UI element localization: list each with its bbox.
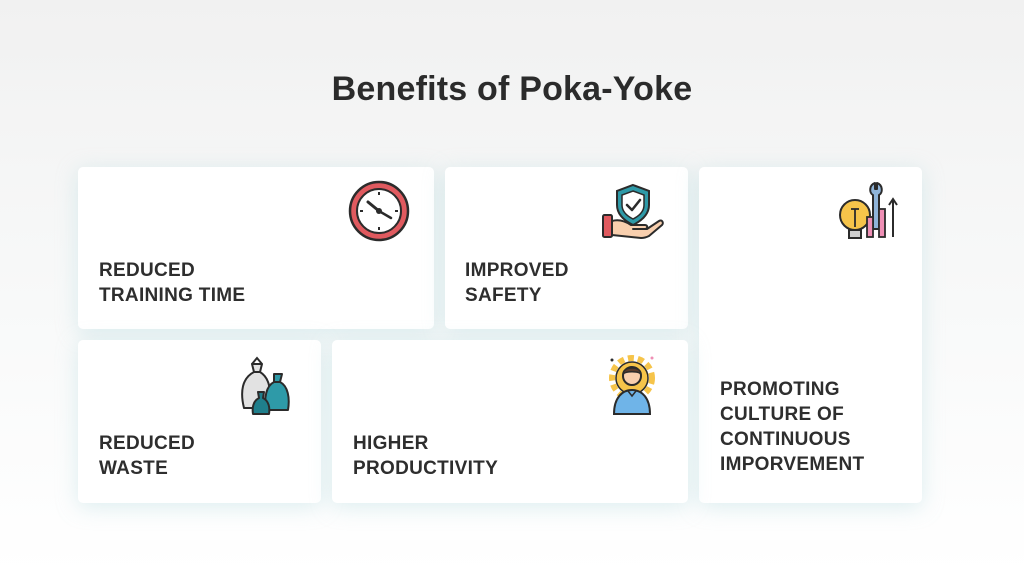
clock-icon xyxy=(348,180,410,242)
card-label-line: IMPORVEMENT xyxy=(720,454,865,475)
card-reduced-waste: REDUCED WASTE xyxy=(78,340,321,503)
card-label-line: HIGHER xyxy=(353,433,429,454)
waste-bags-icon xyxy=(241,356,290,415)
card-label-line: SAFETY xyxy=(465,285,542,306)
card-label-line: CONTINUOUS xyxy=(720,429,851,450)
card-label: REDUCED WASTE xyxy=(99,431,195,481)
idea-tools-growth-icon xyxy=(839,182,898,239)
safety-shield-hand-icon xyxy=(602,183,664,239)
card-label: REDUCED TRAINING TIME xyxy=(99,258,245,308)
card-label: PROMOTING CULTURE OF CONTINUOUS IMPORVEM… xyxy=(720,377,864,477)
card-label-line: PROMOTING xyxy=(720,379,840,400)
worker-gear-icon xyxy=(609,355,655,415)
card-label-line: CULTURE OF xyxy=(720,404,845,425)
card-label-line: REDUCED xyxy=(99,260,196,281)
card-higher-productivity: HIGHER PRODUCTIVITY xyxy=(332,340,688,503)
card-label-line: IMPROVED xyxy=(465,260,569,281)
card-label-line: TRAINING TIME xyxy=(99,285,246,306)
card-label-line: REDUCED xyxy=(99,433,196,454)
card-label-line: WASTE xyxy=(99,458,169,479)
card-reduced-training-time: REDUCED TRAINING TIME xyxy=(78,167,434,329)
card-promoting-culture: PROMOTING CULTURE OF CONTINUOUS IMPORVEM… xyxy=(699,167,922,503)
card-label: IMPROVED SAFETY xyxy=(465,258,569,308)
card-label-line: PRODUCTIVITY xyxy=(353,458,499,479)
page-title: Benefits of Poka-Yoke xyxy=(331,70,693,108)
card-label: HIGHER PRODUCTIVITY xyxy=(353,431,498,481)
card-improved-safety: IMPROVED SAFETY xyxy=(445,167,688,329)
